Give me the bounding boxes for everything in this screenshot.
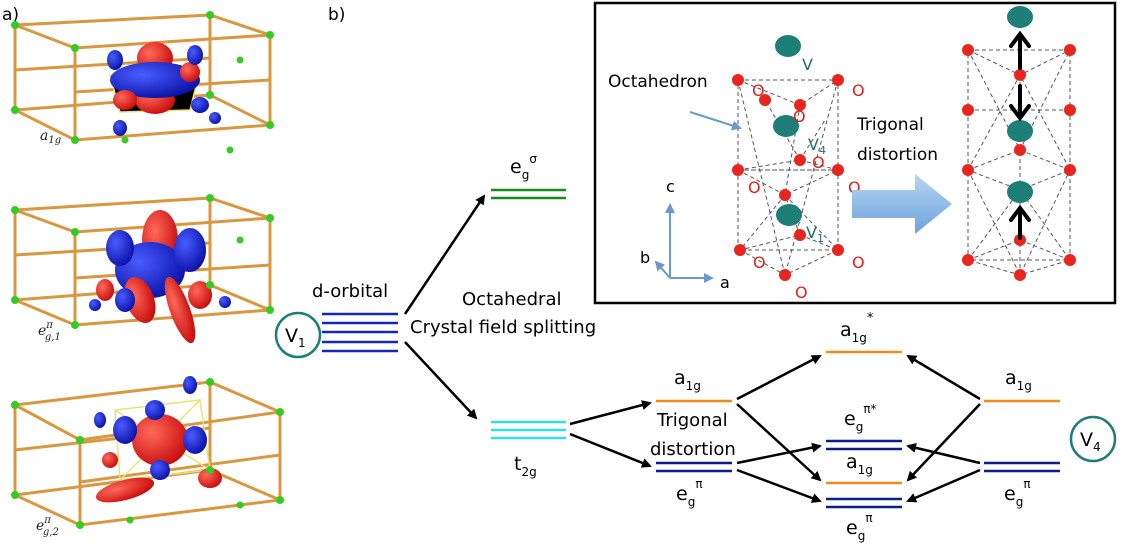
svg-text:O: O	[812, 153, 825, 172]
crystal-field-line2: Crystal field splitting	[410, 317, 596, 338]
trigonal-label: Trigonal	[656, 410, 728, 431]
octahedron-label: Octahedron	[608, 72, 708, 92]
lattice-axes	[654, 203, 714, 283]
orbital-a1g-image	[9, 11, 276, 154]
arrow-to-t2g	[404, 341, 478, 420]
arrow-to-eg-mid	[569, 432, 652, 468]
axis-a-label: a	[720, 273, 730, 292]
svg-text:O: O	[852, 81, 865, 100]
a1g-right-label: a1g	[1005, 367, 1032, 393]
svg-text:V4: V4	[1080, 429, 1101, 454]
octahedron-pointer	[689, 111, 742, 131]
orbital-eg2-image	[9, 376, 286, 529]
eg-pi-right-levels	[984, 461, 1060, 473]
svg-text:O: O	[852, 253, 865, 272]
eg-pi-center-label: egπ	[846, 511, 873, 543]
svg-text:O: O	[752, 81, 765, 100]
a1g-mid-label: a1g	[674, 367, 701, 393]
eg-pi-star-label: egπ*	[844, 402, 877, 434]
a1g-star-label: a1g*	[840, 311, 874, 345]
distorted-structure	[962, 6, 1076, 281]
axis-b-label: b	[640, 248, 650, 267]
eg-pi-star-levels	[826, 439, 902, 451]
distortion-arrow	[852, 174, 952, 234]
panel-b-label: b)	[328, 5, 345, 25]
octahedron-structure	[732, 35, 844, 281]
svg-text:O: O	[793, 107, 806, 126]
t2g-levels	[491, 420, 566, 440]
v4-badge: V4	[1069, 415, 1117, 463]
bonding-arrows	[736, 354, 981, 503]
orbital-a1g-label: a1g	[40, 128, 61, 146]
arrow-to-a1g-mid	[569, 400, 652, 426]
t2g-label: t2g	[514, 453, 537, 479]
svg-text:O: O	[748, 178, 761, 197]
panel-a-label: a)	[2, 5, 19, 25]
eg-pi-mid-label: egπ	[676, 477, 703, 509]
axis-c-label: c	[666, 177, 675, 196]
inset-trigonal-label: Trigonal	[856, 115, 924, 135]
crystal-field-line1: Octahedral	[462, 289, 562, 310]
arrow-to-egsigma	[403, 194, 486, 315]
v1-label: V1	[806, 223, 824, 245]
inset-distortion-label: distortion	[857, 145, 938, 165]
v4-label: V4	[808, 135, 826, 157]
svg-text:V1: V1	[285, 325, 306, 350]
eg-pi-center-levels	[826, 497, 902, 509]
d-orbital-levels	[322, 312, 398, 353]
v1-badge: V1	[274, 311, 322, 359]
eg-sigma-levels	[491, 188, 566, 200]
eg-pi-right-label: egπ	[1004, 477, 1031, 509]
d-orbital-label: d-orbital	[312, 281, 388, 302]
orbital-eg1-image	[11, 194, 274, 344]
v-label: V	[802, 55, 813, 74]
svg-text:O: O	[795, 283, 808, 302]
eg-pi-mid-levels	[656, 461, 732, 473]
a1g-center-label: a1g	[846, 451, 873, 477]
distortion-label: distortion	[650, 439, 736, 460]
eg-sigma-label: egσ	[510, 152, 537, 182]
svg-text:O: O	[753, 253, 766, 272]
